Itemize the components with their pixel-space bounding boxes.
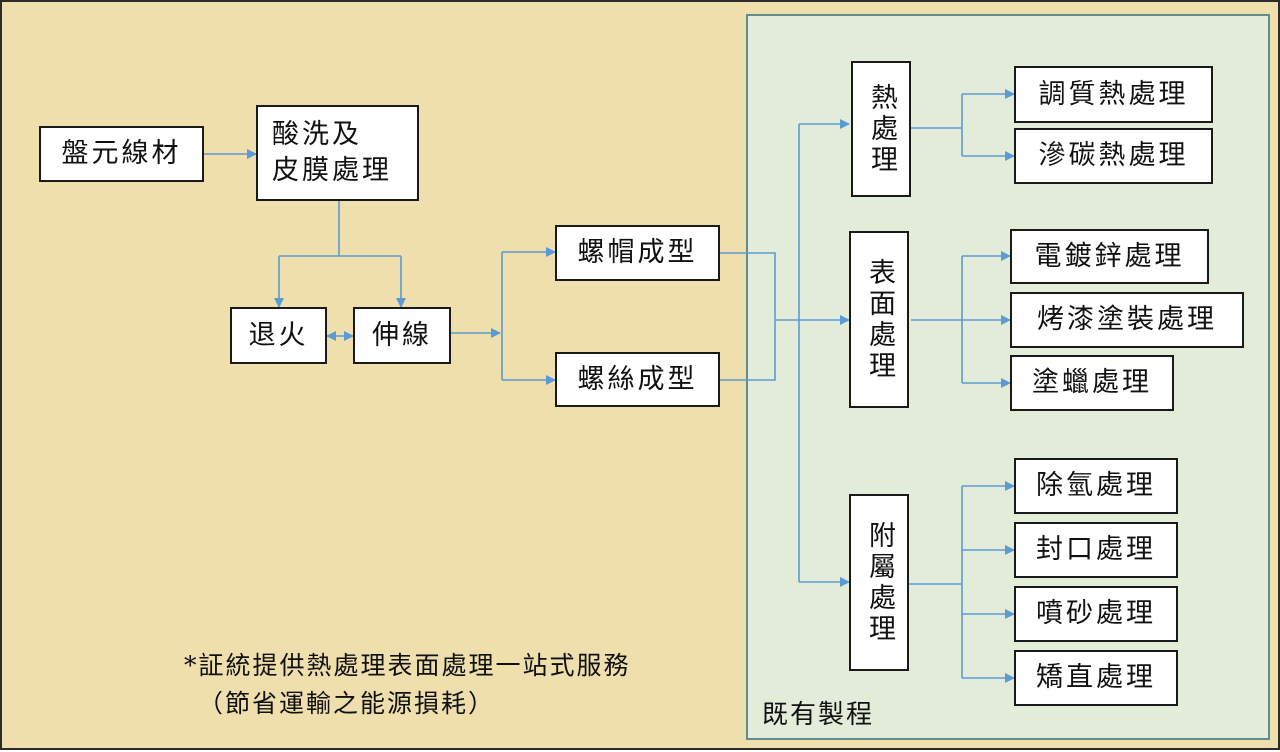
node-auxiliary-treatment: 附屬處理 bbox=[849, 494, 909, 671]
node-quench-temper: 調質熱處理 bbox=[1014, 66, 1213, 123]
node-surface-treatment: 表面處理 bbox=[849, 231, 909, 408]
service-note-subtext: （節省運輸之能源損耗） bbox=[198, 689, 496, 718]
node-sandblasting: 噴砂處理 bbox=[1014, 586, 1178, 642]
node-paint-coating: 烤漆塗裝處理 bbox=[1010, 292, 1244, 348]
node-bolt-forming: 螺帽成型 bbox=[555, 225, 720, 281]
node-wax-coating: 塗蠟處理 bbox=[1010, 355, 1174, 411]
node-annealing: 退火 bbox=[230, 307, 327, 364]
node-hydrogen-removal: 除氫處理 bbox=[1014, 458, 1178, 514]
node-wire-rod: 盤元線材 bbox=[39, 126, 204, 182]
existing-process-label: 既有製程 bbox=[762, 700, 875, 730]
node-pickling-coating: 酸洗及 皮膜處理 bbox=[256, 105, 419, 201]
node-wire-drawing: 伸線 bbox=[353, 307, 451, 364]
service-note: *証統提供熱處理表面處理一站式服務 bbox=[184, 651, 631, 680]
node-heat-treatment: 熱處理 bbox=[851, 61, 911, 197]
node-carburizing: 滲碳熱處理 bbox=[1014, 128, 1213, 184]
node-screw-forming: 螺絲成型 bbox=[555, 352, 720, 407]
node-straightening: 矯直處理 bbox=[1014, 650, 1178, 706]
node-zinc-plating: 電鍍鋅處理 bbox=[1010, 229, 1209, 284]
node-sealing: 封口處理 bbox=[1014, 522, 1178, 578]
